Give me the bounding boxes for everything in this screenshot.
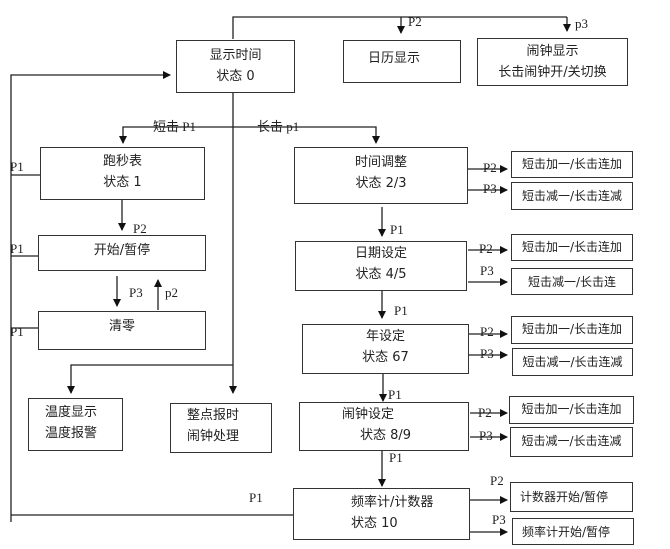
action-text: 短击减一/长击连 bbox=[527, 275, 617, 289]
action-text: 短击减一/长击连减 bbox=[521, 434, 622, 448]
node-title: 日期设定 bbox=[354, 246, 407, 261]
label-time-to-date: P1 bbox=[390, 222, 404, 237]
label-long-press: 长击 p1 bbox=[257, 119, 300, 134]
label-year-p3: P3 bbox=[480, 346, 494, 361]
action-text: 短击减一/长击连减 bbox=[522, 355, 623, 369]
node-state: 状态 0 bbox=[216, 69, 255, 84]
node-calendar: 日历显示 bbox=[343, 40, 461, 83]
node-state: 状态 8/9 bbox=[360, 428, 412, 443]
node-state: 状态 10 bbox=[351, 516, 398, 531]
node-state: 状态 1 bbox=[103, 175, 142, 190]
node-state: 状态 67 bbox=[362, 350, 409, 365]
node-display-time: 显示时间 状态 0 bbox=[176, 40, 295, 93]
label-short-press: 短击 P1 bbox=[153, 119, 196, 134]
label-year-to-alarm: P1 bbox=[388, 387, 402, 402]
node-title: 显示时间 bbox=[209, 48, 262, 63]
label-to-calendar: P2 bbox=[408, 14, 422, 29]
label-freq-p3: P3 bbox=[492, 512, 506, 527]
edge-top-bus bbox=[232, 16, 567, 39]
node-state: 状态 4/5 bbox=[355, 267, 407, 282]
label-alarm-to-freq: P1 bbox=[389, 450, 403, 465]
node-freq-counter: 频率计/计数器 状态 10 bbox=[293, 488, 470, 540]
label-date-p3: P3 bbox=[480, 263, 494, 278]
node-year-set: 年设定 状态 67 bbox=[302, 324, 469, 374]
node-date-set: 日期设定 状态 4/5 bbox=[295, 241, 467, 291]
action-text: 短击加一/长击连加 bbox=[521, 157, 623, 171]
node-counter-start: 计数器开始/暂停 bbox=[510, 482, 633, 512]
action-text: 计数器开始/暂停 bbox=[520, 490, 609, 504]
node-title: 时间调整 bbox=[354, 155, 407, 170]
edge-short-press bbox=[119, 93, 234, 144]
action-text: 短击加一/长击连加 bbox=[521, 322, 623, 336]
node-title: 温度显示 bbox=[45, 405, 98, 420]
label-alarm-p3: P3 bbox=[479, 428, 493, 443]
edge-left-return bbox=[10, 71, 171, 522]
label-date-to-year: P1 bbox=[394, 303, 408, 318]
label-clear-to-start: p2 bbox=[165, 285, 178, 300]
label-clear-back: P1 bbox=[10, 324, 24, 339]
label-startpause-back: P1 bbox=[10, 241, 24, 256]
action-text: 短击加一/长击连加 bbox=[521, 402, 622, 416]
node-title: 清零 bbox=[108, 319, 135, 334]
node-subtitle: 闹钟处理 bbox=[187, 429, 240, 444]
label-stopwatch-to-start: P2 bbox=[133, 221, 147, 236]
node-alarm-inc: 短击加一/长击连加 bbox=[509, 396, 634, 424]
action-text: 频率计开始/暂停 bbox=[522, 525, 611, 539]
node-title: 整点报时 bbox=[187, 408, 240, 423]
node-time-adjust: 时间调整 状态 2/3 bbox=[294, 147, 468, 204]
node-time-inc: 短击加一/长击连加 bbox=[511, 151, 633, 178]
action-text: 短击减一/长击连减 bbox=[521, 189, 623, 203]
node-title: 日历显示 bbox=[368, 51, 421, 66]
label-time-p3: P3 bbox=[483, 181, 497, 196]
node-year-inc: 短击加一/长击连加 bbox=[511, 316, 633, 344]
node-start-pause: 开始/暂停 bbox=[38, 235, 206, 271]
edge-long-press bbox=[233, 126, 380, 144]
label-freq-back: P1 bbox=[249, 490, 263, 505]
action-text: 短击加一/长击连加 bbox=[521, 240, 623, 254]
label-freq-p2: P2 bbox=[490, 473, 504, 488]
node-title: 开始/暂停 bbox=[93, 243, 151, 258]
node-subtitle: 长击闹钟开/关切换 bbox=[498, 65, 607, 80]
node-alarm-display: 闹钟显示 长击闹钟开/关切换 bbox=[477, 38, 628, 86]
node-freq-start: 频率计开始/暂停 bbox=[512, 518, 634, 545]
edge-to-temperature bbox=[67, 364, 233, 394]
node-state: 状态 2/3 bbox=[355, 176, 407, 191]
node-title: 跑秒表 bbox=[102, 154, 142, 169]
label-stopwatch-back: P1 bbox=[10, 159, 24, 174]
node-title: 年设定 bbox=[365, 329, 405, 344]
label-time-p2: P2 bbox=[483, 160, 497, 175]
node-alarm-dec: 短击减一/长击连减 bbox=[510, 427, 633, 457]
node-subtitle: 温度报警 bbox=[45, 426, 98, 441]
node-clear: 清零 bbox=[38, 311, 206, 350]
node-alarm-set: 闹钟设定 状态 8/9 bbox=[299, 402, 469, 451]
node-time-dec: 短击减一/长击连减 bbox=[511, 182, 633, 210]
label-date-p2: P2 bbox=[479, 241, 493, 256]
node-title: 闹钟设定 bbox=[342, 407, 395, 422]
label-to-alarm-display: p3 bbox=[575, 16, 588, 31]
label-alarm-p2: P2 bbox=[478, 405, 492, 420]
node-title: 频率计/计数器 bbox=[351, 495, 434, 510]
node-title: 闹钟显示 bbox=[526, 44, 579, 59]
node-stopwatch: 跑秒表 状态 1 bbox=[40, 147, 205, 200]
node-date-inc: 短击加一/长击连加 bbox=[511, 234, 633, 261]
label-year-p2: P2 bbox=[480, 324, 494, 339]
node-temperature: 温度显示 温度报警 bbox=[28, 398, 123, 451]
node-year-dec: 短击减一/长击连减 bbox=[512, 348, 633, 376]
node-date-dec: 短击减一/长击连 bbox=[511, 268, 633, 295]
label-start-to-clear: P3 bbox=[129, 285, 143, 300]
node-hourly-chime: 整点报时 闹钟处理 bbox=[170, 403, 272, 453]
